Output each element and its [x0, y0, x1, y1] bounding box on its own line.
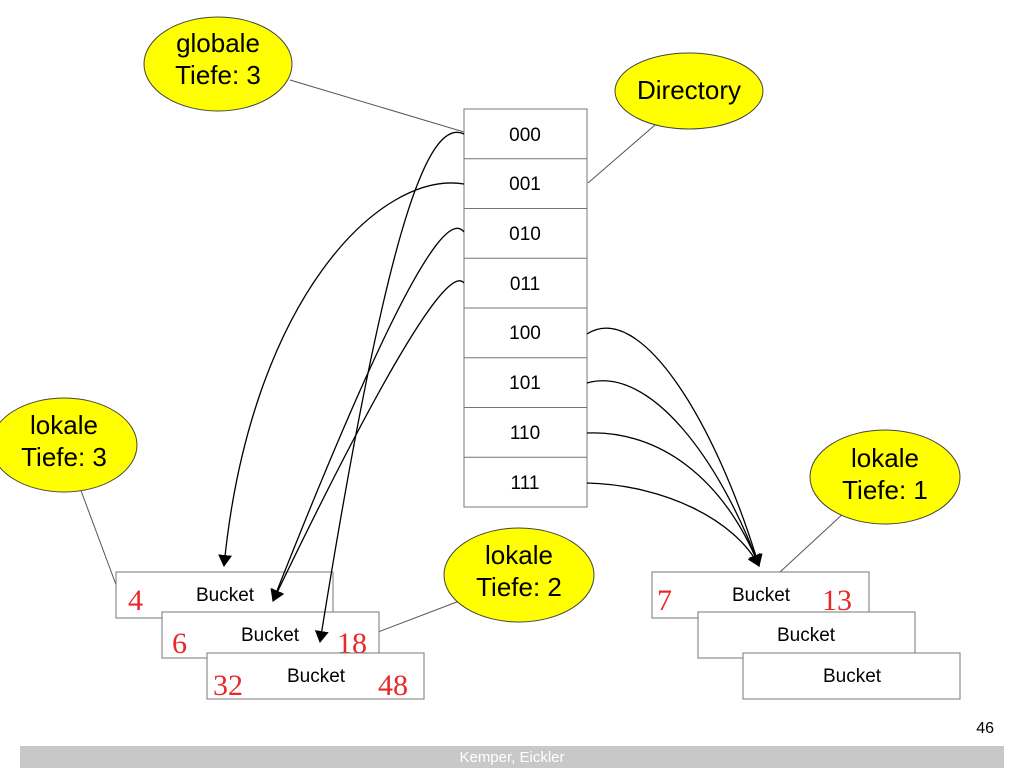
callout-line: Tiefe: 3 [175, 60, 261, 90]
bucket-label: Bucket [241, 625, 300, 646]
directory-entry: 101 [509, 373, 541, 394]
directory-entry: 111 [511, 473, 540, 494]
directory-entry: 010 [509, 224, 541, 245]
bucket-value: 32 [213, 669, 243, 702]
callout-line: globale [176, 28, 260, 58]
local-depth-3-leader [79, 487, 119, 591]
directory-entry: 001 [509, 174, 541, 195]
bucket-4 [115, 571, 334, 619]
local-depth-1-callout: lokale Tiefe: 1 [809, 429, 961, 525]
footer-bar: Kemper, Eickler [20, 746, 1004, 768]
bucket-stack-left: Bucket 4 Bucket 6 18 Bucket 32 48 [115, 571, 425, 702]
callout-line: Tiefe: 3 [21, 442, 107, 472]
callout-line: Directory [637, 75, 741, 105]
bucket-label: Bucket [823, 666, 882, 687]
bucket-7-13 [651, 571, 870, 619]
arrow-011 [271, 280, 465, 602]
callout-line: Tiefe: 2 [476, 572, 562, 602]
global-depth-leader [289, 79, 465, 133]
arrow-101 [586, 380, 762, 567]
page-number: 46 [976, 720, 994, 737]
bucket-label: Bucket [196, 585, 255, 606]
arrow-000 [314, 131, 465, 643]
directory-leader [587, 124, 656, 184]
bucket-value: 6 [172, 627, 187, 660]
bucket-label: Bucket [732, 585, 791, 606]
directory-entry: 000 [509, 125, 541, 146]
bucket-value: 48 [378, 669, 408, 702]
local-depth-2-callout: lokale Tiefe: 2 [443, 527, 595, 623]
footer-authors: Kemper, Eickler [459, 749, 565, 766]
callout-line: lokale [851, 443, 919, 473]
bucket-stack-right: Bucket 7 13 Bucket Bucket [651, 571, 961, 700]
arrow-100 [586, 327, 763, 567]
global-depth-callout: globale Tiefe: 3 [143, 16, 293, 112]
bucket-6-18 [161, 611, 380, 659]
local-depth-1-leader [779, 511, 846, 573]
directory-entry: 011 [510, 274, 540, 295]
bucket [742, 652, 961, 700]
callout-line: lokale [485, 540, 553, 570]
directory-table: 000 001 010 011 100 101 110 111 [463, 108, 588, 508]
arrow-010 [270, 227, 465, 602]
arrow-110 [586, 432, 762, 567]
bucket-value: 4 [128, 584, 143, 617]
bucket-32-48 [206, 652, 425, 700]
arrow-111 [586, 482, 761, 567]
bucket-label: Bucket [777, 625, 836, 646]
directory-entry: 100 [509, 323, 541, 344]
bucket-value: 7 [657, 584, 672, 617]
local-depth-2-leader [377, 599, 463, 633]
directory-callout: Directory [614, 52, 764, 130]
pointer-arrows [218, 131, 763, 643]
local-depth-3-callout: lokale Tiefe: 3 [0, 397, 138, 493]
bucket-label: Bucket [287, 666, 346, 687]
directory-entry: 110 [510, 423, 540, 444]
arrow-001 [218, 182, 465, 567]
callout-line: lokale [30, 410, 98, 440]
callout-line: Tiefe: 1 [842, 475, 928, 505]
